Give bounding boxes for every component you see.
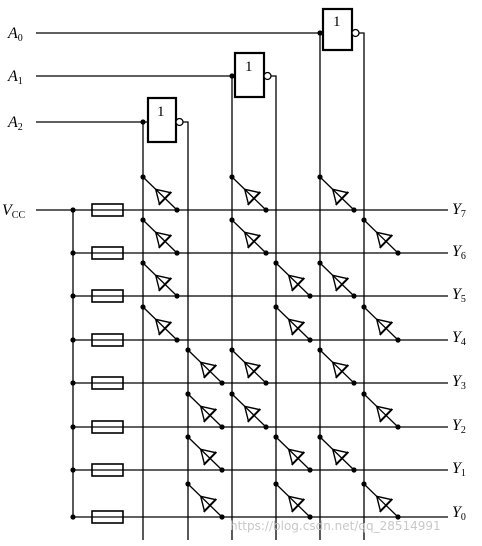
diode-lead	[142, 306, 178, 341]
output-label-y3: Y3	[452, 373, 466, 392]
diode-lead	[363, 219, 399, 254]
diode-cathode-bar	[291, 277, 306, 292]
diode-lead	[319, 349, 355, 384]
diode-cathode-bar	[158, 321, 173, 336]
diode-cathode-bar	[158, 234, 173, 249]
diode-cathode-bar	[203, 451, 218, 466]
supply-label: VCC	[2, 202, 25, 221]
pullup-resistor	[91, 510, 124, 524]
junction-dot	[70, 337, 76, 343]
input-labels: A0 A1 A2 VCC	[2, 25, 25, 221]
gate-output-a1	[270, 75, 277, 540]
diode-cathode-bar	[291, 321, 306, 336]
diode-cathode-bar	[335, 364, 350, 379]
output-label-y4: Y4	[452, 329, 466, 348]
output-label-y7: Y7	[452, 201, 466, 220]
diode-cathode-bar	[247, 408, 262, 423]
gate-label-a1: 1	[245, 59, 253, 75]
diode-lead	[187, 483, 223, 518]
junction-dot	[70, 380, 76, 386]
input-label-a1: A1	[7, 68, 23, 87]
dynamic-wiring	[70, 33, 448, 540]
diode-lead	[363, 483, 399, 518]
diode-lead	[275, 262, 311, 297]
output-label-y5: Y5	[452, 286, 466, 305]
diode-cathode-bar	[203, 498, 218, 513]
output-label-y2: Y2	[452, 417, 466, 436]
diode-cathode-bar	[203, 364, 218, 379]
diode-cathode-bar	[335, 451, 350, 466]
pullup-resistor	[91, 289, 124, 303]
diode-lead	[142, 176, 178, 211]
diode-cathode-bar	[379, 234, 394, 249]
diode-lead	[187, 349, 223, 384]
pullup-resistor	[91, 463, 124, 477]
junction-dot	[70, 467, 76, 473]
output-label-y1: Y1	[452, 460, 466, 479]
diode-lead	[231, 393, 267, 428]
watermark: https://blog.csdn.net/qq_28514991	[230, 519, 441, 533]
gate-labels: 1 1 1	[157, 14, 341, 120]
diode-lead	[231, 349, 267, 384]
diode-cathode-bar	[158, 191, 173, 206]
pullup-resistor	[91, 376, 124, 390]
static-wiring	[36, 7, 365, 540]
input-label-a2: A2	[7, 114, 23, 133]
junction-dot	[70, 514, 76, 520]
diode-cathode-bar	[247, 364, 262, 379]
diode-cathode-bar	[203, 408, 218, 423]
pullup-resistor	[91, 420, 124, 434]
output-label-y6: Y6	[452, 243, 466, 262]
input-label-a0: A0	[7, 25, 23, 44]
gate-label-a2: 1	[157, 104, 165, 120]
junction-dot	[70, 293, 76, 299]
output-label-y0: Y0	[452, 504, 466, 523]
diode-cathode-bar	[379, 408, 394, 423]
diode-lead	[363, 393, 399, 428]
pullup-resistor	[91, 203, 124, 217]
diode-lead	[319, 262, 355, 297]
diode-lead	[319, 176, 355, 211]
pullup-resistor	[91, 246, 124, 260]
gate-output-a0	[358, 32, 365, 540]
gate-label-a0: 1	[333, 14, 341, 30]
junction-dot	[70, 424, 76, 430]
diode-lead	[275, 306, 311, 341]
gate-output-a2	[182, 121, 189, 540]
output-labels: Y7 Y6 Y5 Y4 Y3 Y2 Y1 Y0	[452, 201, 466, 523]
diode-lead	[142, 262, 178, 297]
inverter-gate-a0	[321, 7, 354, 52]
diode-lead	[187, 436, 223, 471]
diode-lead	[231, 219, 267, 254]
diode-lead	[231, 176, 267, 211]
inverter-bubble-a0	[351, 28, 360, 38]
diode-lead	[275, 483, 311, 518]
diode-lead	[275, 436, 311, 471]
diode-cathode-bar	[247, 191, 262, 206]
diode-cathode-bar	[335, 191, 350, 206]
inverter-bubble-a2	[175, 117, 184, 127]
diode-cathode-bar	[291, 498, 306, 513]
inverter-bubble-a1	[263, 71, 272, 81]
diode-cathode-bar	[379, 498, 394, 513]
diode-cathode-bar	[291, 451, 306, 466]
diode-lead	[319, 436, 355, 471]
diode-cathode-bar	[247, 234, 262, 249]
pullup-resistor	[91, 333, 124, 347]
diode-lead	[363, 306, 399, 341]
diode-cathode-bar	[158, 277, 173, 292]
diode-cathode-bar	[335, 277, 350, 292]
diode-lead	[187, 393, 223, 428]
junction-dot	[70, 250, 76, 256]
diode-lead	[142, 219, 178, 254]
diode-cathode-bar	[379, 321, 394, 336]
